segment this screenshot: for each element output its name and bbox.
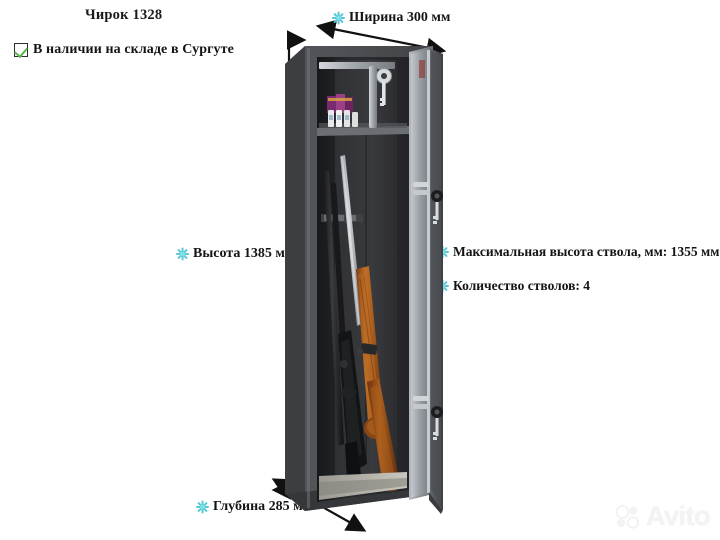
checkbox-checked-icon — [14, 43, 28, 57]
door-locking-bolts-top — [413, 182, 443, 224]
shelf-item-white-bottle — [352, 112, 358, 127]
availability-status: В наличии на складе в Сургуте — [14, 42, 234, 58]
spec-item-barrel-height: Максимальная высота ствола, мм: 1355 мм — [436, 244, 719, 260]
asterisk-snowflake-icon — [196, 500, 209, 514]
shelf-item-purple-box — [336, 94, 345, 113]
door-bottom-edge — [429, 492, 443, 514]
safe-left-side — [285, 46, 305, 511]
height-dimension-label: Высота 1385 мм — [176, 246, 294, 262]
gun-barrel-dark-1 — [324, 171, 344, 446]
gun-safe-graphic — [285, 46, 443, 514]
top-inner-bar — [319, 62, 395, 69]
asterisk-snowflake-icon — [176, 247, 189, 261]
inner-handle-bar — [369, 66, 377, 128]
height-dimension-text: Высота 1385 мм — [193, 246, 295, 261]
key-lock-icon — [376, 68, 392, 106]
width-dimension-text: Ширина 300 мм — [349, 10, 451, 25]
shelf-item-purple-box — [327, 96, 336, 113]
shelf-edge — [319, 123, 407, 128]
depth-dimension-label: Глубина 285 мм — [196, 499, 312, 515]
safe-shelf — [317, 126, 409, 136]
avito-watermark: Avito — [615, 501, 711, 532]
rifle-black-scoped — [338, 330, 367, 482]
door-sticker — [419, 60, 425, 78]
bottle-label — [329, 115, 333, 120]
avito-watermark-text: Avito — [646, 501, 711, 531]
spec-item-barrel-count: Количество стволов: 4 — [436, 278, 590, 294]
shelf-item-label-stripe — [328, 98, 352, 101]
bottle-label — [345, 115, 349, 120]
spec-barrel-count-text: Количество стволов: 4 — [453, 278, 591, 293]
spec-barrel-height-text: Максимальная высота ствола, мм: 1355 мм — [453, 244, 720, 259]
asterisk-snowflake-icon — [332, 11, 345, 25]
avito-logo-icon — [615, 504, 640, 529]
width-dimension-arrow — [315, 19, 447, 58]
bottle-label — [337, 115, 341, 120]
shelf-item-purple-box — [345, 97, 353, 113]
width-dimension-label: Ширина 300 мм — [332, 10, 450, 26]
front-edge-highlight — [307, 48, 310, 508]
key-shaft — [382, 81, 386, 105]
door-edge-highlight — [427, 50, 430, 493]
door-locking-bolts-bottom — [413, 396, 443, 440]
gun-safe-illustration — [283, 24, 443, 516]
availability-label: В наличии на складе в Сургуте — [33, 42, 234, 57]
depth-dimension-text: Глубина 285 мм — [213, 499, 313, 514]
page-title: Чирок 1328 — [85, 7, 163, 23]
